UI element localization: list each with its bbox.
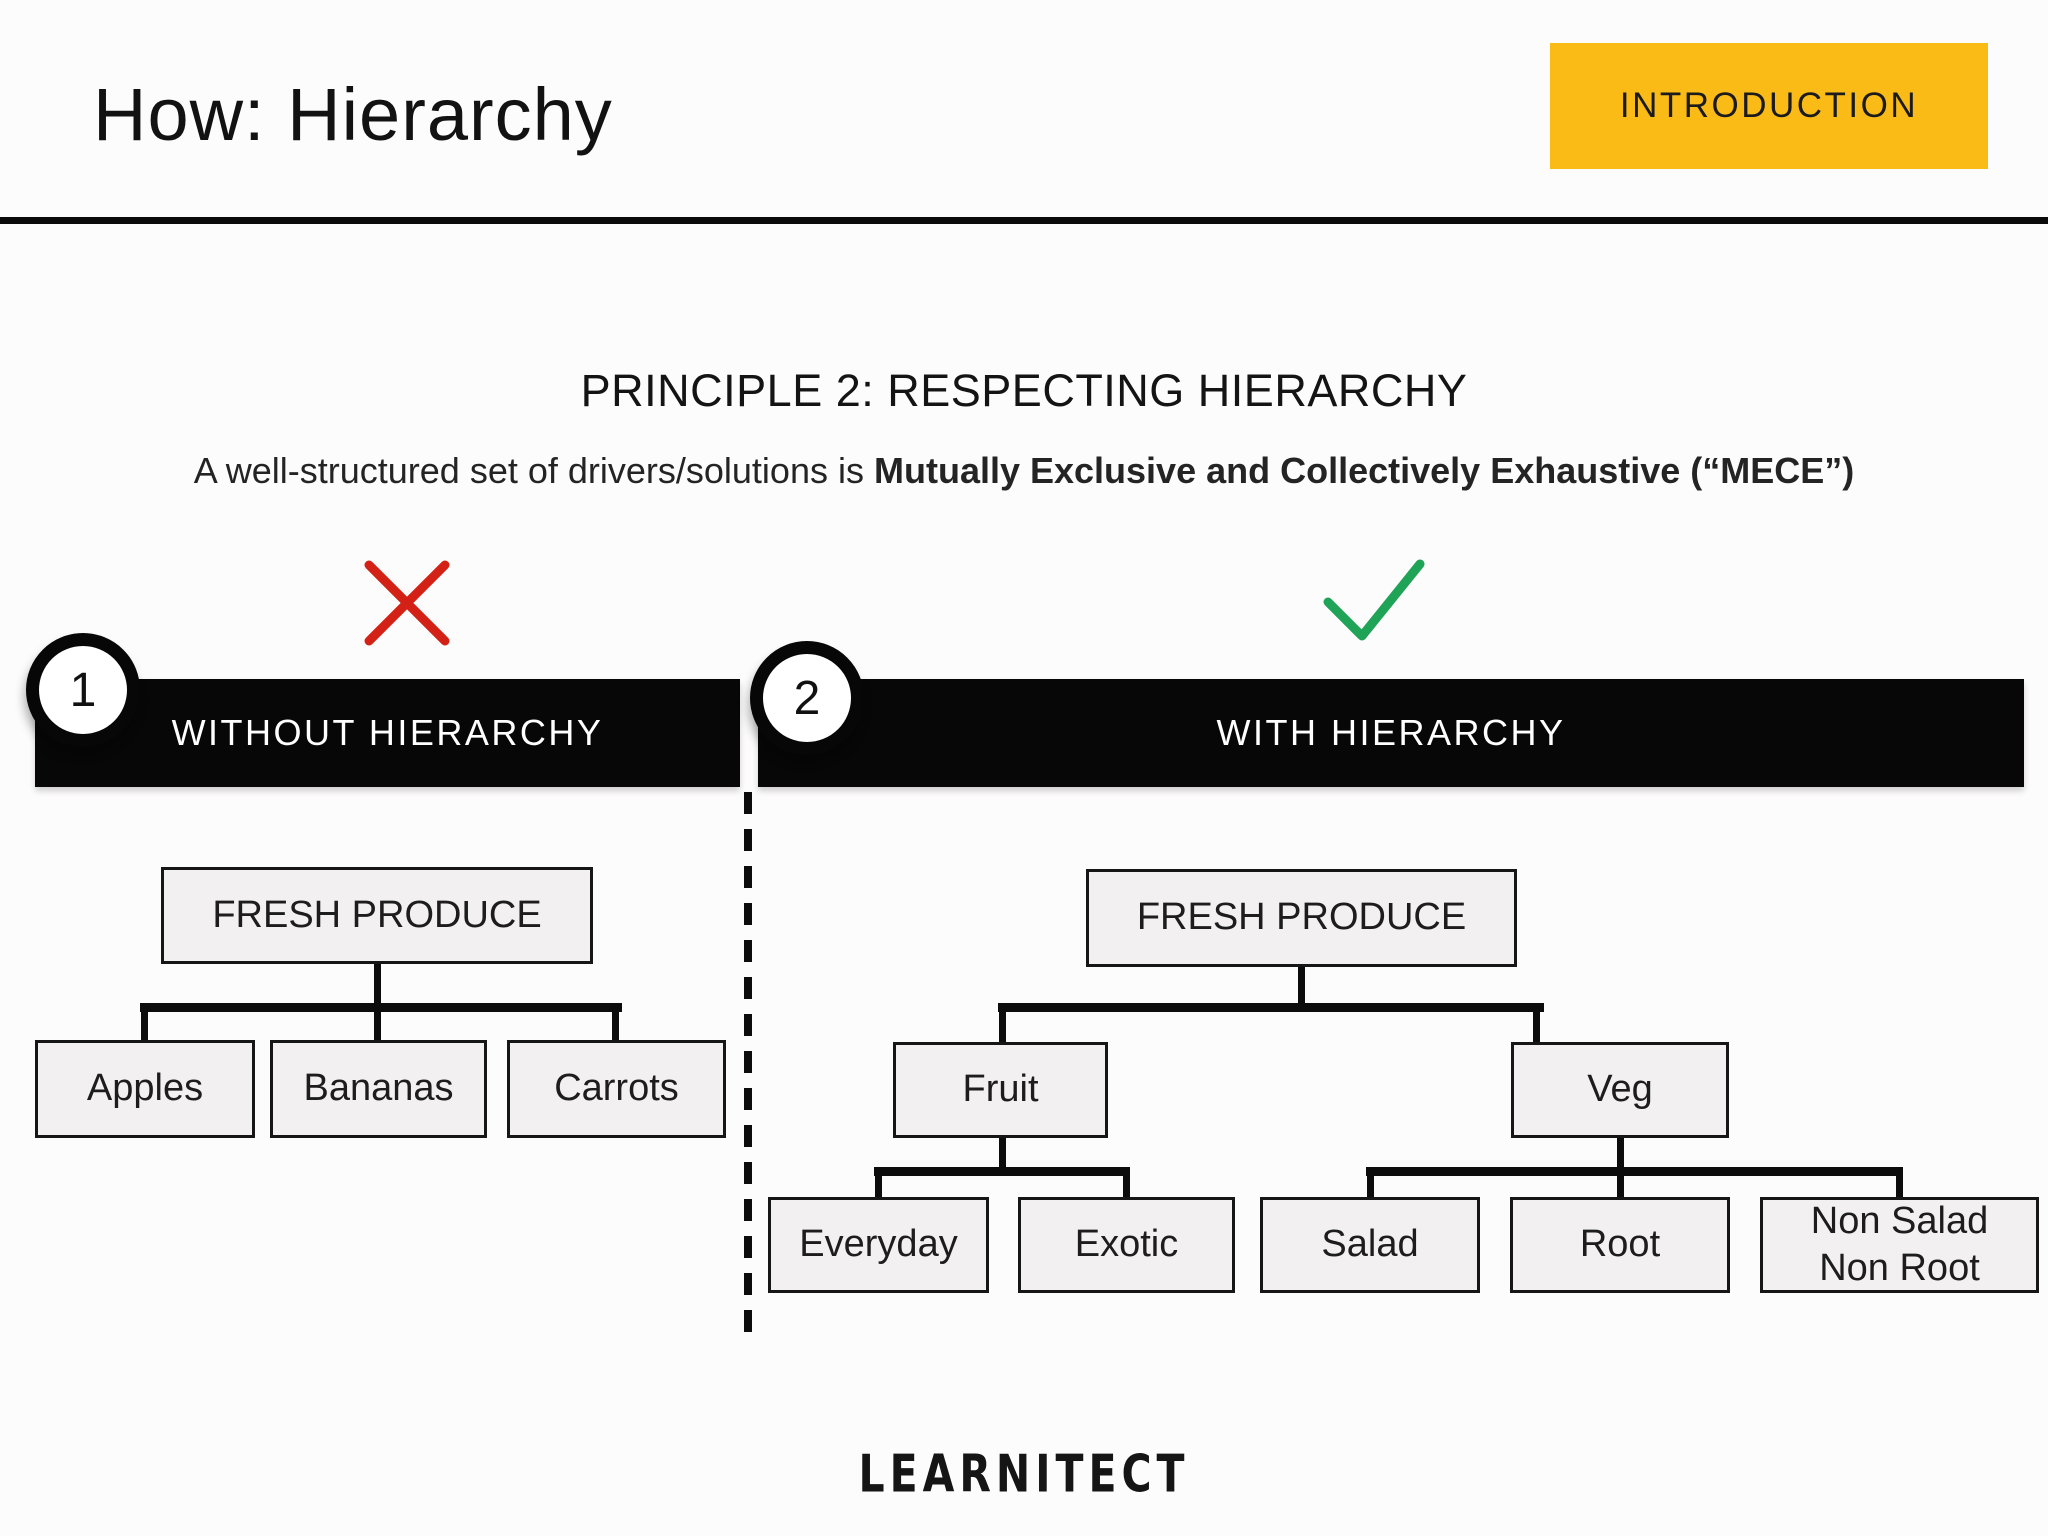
tree-node-non-salad-non-root: Non Salad Non Root (1760, 1197, 2039, 1293)
banner-with-hierarchy: WITH HIERARCHY (758, 679, 2024, 787)
connector-right-stub-fruit (999, 1003, 1006, 1042)
connector-stub-nonsalad (1896, 1167, 1903, 1197)
tree-node-root: Root (1510, 1197, 1730, 1293)
connector-fruit-hbar (874, 1167, 1130, 1176)
cross-stroke-2 (364, 560, 450, 646)
tree-node-label: Fruit (962, 1068, 1039, 1111)
tree-node-label: Exotic (1074, 1223, 1179, 1266)
connector-left-stub-apples (141, 1003, 148, 1040)
page-title: How: Hierarchy (93, 73, 613, 156)
tree-node-bananas: Bananas (270, 1040, 487, 1138)
banner-without-hierarchy-label: WITHOUT HIERARCHY (171, 712, 604, 753)
check-stroke (1323, 559, 1425, 641)
cross-icon (364, 560, 450, 646)
subtitle-bold-text: Mutually Exclusive and Collectively Exha… (873, 450, 1855, 491)
principle-subtitle: A well-structured set of drivers/solutio… (0, 450, 2048, 492)
section-badge-label: INTRODUCTION (1619, 86, 1919, 125)
tree-node-label: Bananas (303, 1067, 454, 1110)
tree-node-apples: Apples (35, 1040, 255, 1138)
connector-veg-stem (1617, 1138, 1624, 1171)
banner-without-hierarchy: WITHOUT HIERARCHY (35, 679, 740, 787)
tree-node-exotic: Exotic (1018, 1197, 1235, 1293)
tree-node-salad: Salad (1260, 1197, 1480, 1293)
tree-node-label: Apples (86, 1067, 204, 1110)
dashed-divider (744, 792, 752, 1332)
number-badge-1: 1 (26, 633, 140, 747)
principle-heading: PRINCIPLE 2: RESPECTING HIERARCHY (580, 365, 1468, 416)
connector-left-stub-bananas (374, 1003, 381, 1040)
tree-node-everyday: Everyday (768, 1197, 989, 1293)
connector-right-hbar1 (998, 1003, 1544, 1012)
banner-with-hierarchy-label: WITH HIERARCHY (1216, 712, 1566, 753)
tree-node-veg: Veg (1511, 1042, 1729, 1138)
number-badge-2: 2 (750, 641, 864, 755)
connector-right-root-stem (1298, 967, 1305, 1007)
connector-veg-hbar (1366, 1167, 1903, 1176)
learnitect-logo: LEARNITECT (858, 1444, 1190, 1504)
connector-left-root-stem (374, 963, 381, 1007)
connector-stub-root (1617, 1167, 1624, 1197)
tree-node-fruit: Fruit (893, 1042, 1108, 1138)
connector-right-stub-veg (1533, 1003, 1540, 1042)
connector-stub-salad (1367, 1167, 1374, 1197)
tree-node-label: FRESH PRODUCE (1136, 896, 1467, 939)
tree-node-label: Salad (1321, 1223, 1419, 1266)
connector-left-stub-carrots (612, 1003, 619, 1040)
header-divider-line (0, 217, 2048, 224)
tree-node-label: Carrots (554, 1067, 679, 1110)
number-badge-1-value: 1 (69, 663, 97, 717)
connector-fruit-stem (999, 1138, 1006, 1171)
number-badge-2-value: 2 (793, 671, 821, 725)
tree-node-label: Everyday (799, 1223, 958, 1266)
connector-stub-everyday (875, 1167, 882, 1197)
tree-node-fresh-produce-right: FRESH PRODUCE (1086, 869, 1517, 967)
check-icon (1323, 559, 1425, 641)
subtitle-regular-text: A well-structured set of drivers/solutio… (193, 450, 874, 491)
tree-node-label: Non Salad Non Root (1810, 1199, 1989, 1290)
tree-node-label: Veg (1587, 1068, 1653, 1111)
tree-node-label: Root (1579, 1223, 1661, 1266)
connector-left-hbar (140, 1003, 622, 1012)
section-badge: INTRODUCTION (1550, 43, 1988, 169)
tree-node-fresh-produce-left: FRESH PRODUCE (161, 867, 593, 964)
connector-stub-exotic (1123, 1167, 1130, 1197)
tree-node-label: FRESH PRODUCE (212, 893, 542, 936)
tree-node-carrots: Carrots (507, 1040, 726, 1138)
